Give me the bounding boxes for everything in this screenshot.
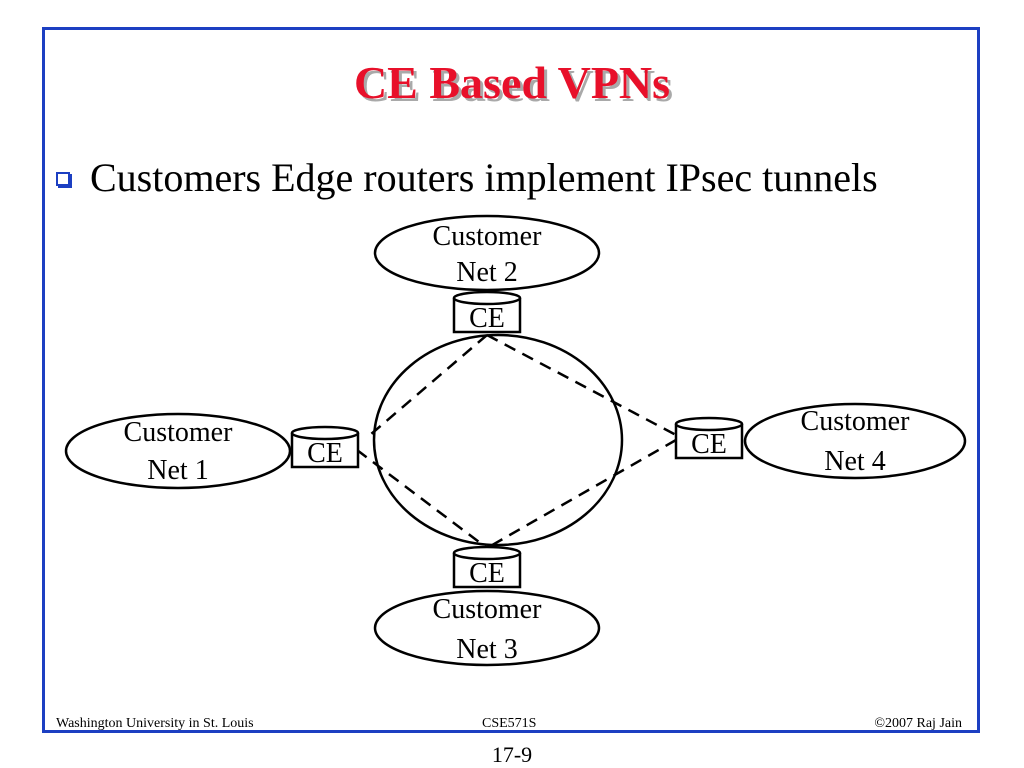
customer-net-4-ellipse [743, 402, 967, 480]
tunnel-ce1-ce3 [356, 449, 488, 549]
customer-net-2-label-line1: Customer [433, 221, 543, 252]
ipsec-tunnels [356, 333, 677, 550]
ce-router-net-4: CE [674, 416, 744, 460]
customer-net-3-label-line1: Customer [433, 594, 543, 625]
ce-router-net-4-label: CE [691, 429, 727, 460]
customer-net-1-label-line2: Net 1 [147, 455, 208, 486]
ce-router-net-1: CE [290, 425, 360, 469]
tunnel-ce2-ce1 [369, 334, 488, 436]
customer-net-1: Customer Net 1 [64, 412, 292, 490]
ce-router-net-3-top [452, 545, 522, 561]
ce-router-net-2: CE [452, 290, 522, 334]
tunnel-ce4-ce3 [486, 438, 677, 550]
customer-net-1-ellipse [64, 412, 292, 490]
ce-router-net-1-top [290, 425, 360, 441]
footer-institution: Washington University in St. Louis [56, 716, 254, 731]
ce-router-net-1-body [290, 433, 360, 469]
ce-router-net-4-body [674, 424, 744, 460]
page-number: 17-9 [491, 742, 533, 767]
footer-copyright: ©2007 Raj Jain [874, 716, 962, 731]
bullet-text: Customers Edge routers implement IPsec t… [90, 155, 878, 200]
tunnel-ce2-ce4 [486, 333, 677, 437]
customer-net-1-label-line1: Customer [124, 417, 234, 448]
customer-net-2: Customer Net 2 [373, 214, 601, 292]
footer-course: CSE571S [482, 716, 537, 731]
ce-router-net-2-label: CE [469, 303, 505, 334]
ce-router-net-2-top [452, 290, 522, 306]
customer-net-4-label-line2: Net 4 [824, 446, 885, 477]
slide-frame [42, 27, 980, 733]
customer-net-4: Customer Net 4 [743, 402, 967, 480]
slide-title: CE Based VPNs [353, 57, 671, 108]
provider-network-circle [372, 333, 624, 547]
customer-net-2-ellipse [373, 214, 601, 292]
ce-router-net-3-body [452, 553, 522, 589]
ce-router-net-3-label: CE [469, 558, 505, 589]
ce-router-net-4-top [674, 416, 744, 432]
customer-net-3-label-line2: Net 3 [456, 634, 517, 665]
checkbox-bullet-icon [56, 172, 70, 186]
ce-router-net-2-body [452, 298, 522, 334]
customer-net-3: Customer Net 3 [373, 589, 601, 667]
customer-net-4-label-line1: Customer [801, 406, 911, 437]
customer-net-3-ellipse [373, 589, 601, 667]
ce-router-net-3: CE [452, 545, 522, 589]
customer-net-2-label-line2: Net 2 [456, 257, 517, 288]
ce-router-net-1-label: CE [307, 438, 343, 469]
